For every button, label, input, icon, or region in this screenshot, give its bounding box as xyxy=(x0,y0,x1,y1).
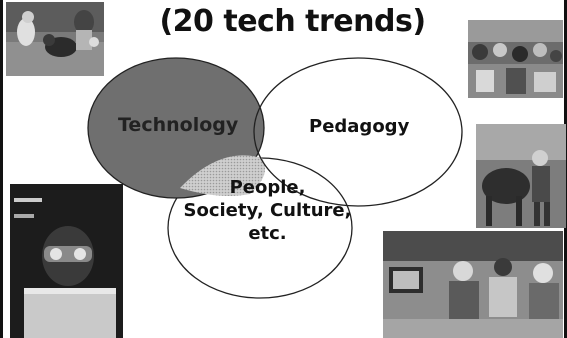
photo-man-with-horse xyxy=(476,124,566,228)
photo-computer-lab xyxy=(383,231,563,338)
photo-crowd-market xyxy=(468,20,563,98)
technology-people-overlap xyxy=(180,155,266,196)
pedagogy-label: Pedagogy xyxy=(309,116,410,137)
left-border xyxy=(0,0,3,338)
people-label-line3: etc. xyxy=(248,223,287,244)
people-label-line2: Society, Culture, xyxy=(183,200,352,221)
photo-children-playing xyxy=(6,2,104,76)
technology-label: Technology xyxy=(118,114,239,136)
venn-diagram xyxy=(87,57,463,299)
people-label: People, Society, Culture, etc. xyxy=(175,176,360,245)
page-title: (20 tech trends) xyxy=(159,4,426,39)
photo-student-vr-headset xyxy=(10,184,123,338)
people-label-line1: People, xyxy=(229,177,306,198)
pedagogy-circle xyxy=(253,57,463,207)
